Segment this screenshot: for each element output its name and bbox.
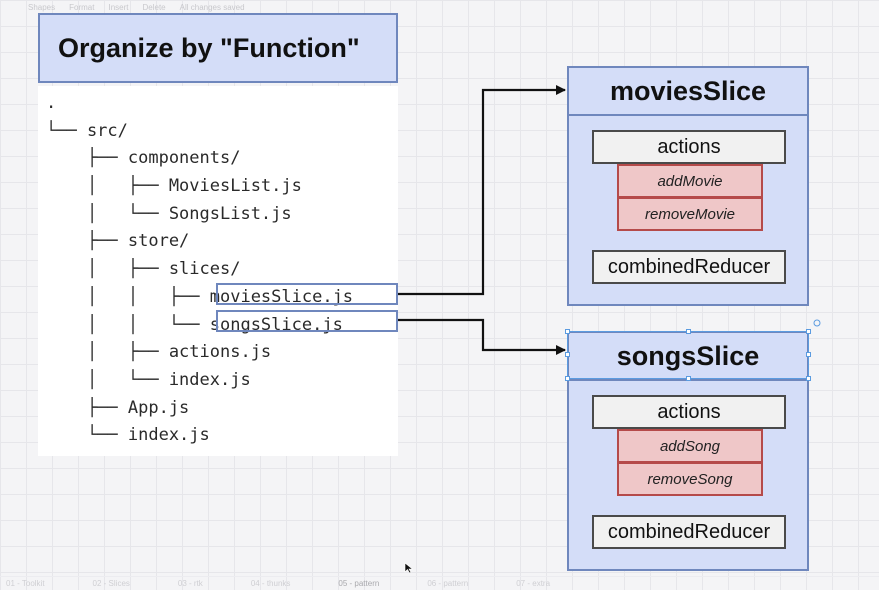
songs-actions-box[interactable]: actions	[592, 395, 786, 429]
tree-line: .	[46, 93, 57, 113]
page-tab[interactable]: 06 - pattern	[427, 579, 469, 588]
tree-line: ├── store/	[46, 231, 190, 252]
diagram-title-text: Organize by "Function"	[58, 32, 360, 63]
add-movie-action[interactable]: addMovie	[617, 164, 763, 198]
toolbar-item[interactable]: Shapes	[28, 2, 56, 12]
add-song-action[interactable]: addSong	[617, 429, 763, 463]
page-tab[interactable]: 03 - rtk	[177, 579, 203, 588]
resize-handle[interactable]	[686, 329, 691, 334]
page-tab-active[interactable]: 05 - pattern	[338, 579, 380, 588]
toolbar-item[interactable]: Format	[69, 2, 95, 12]
tree-line: │ └── index.js	[46, 369, 251, 390]
tree-line: │ ├── actions.js	[46, 342, 272, 363]
resize-handle[interactable]	[565, 352, 570, 357]
resize-handle[interactable]	[806, 329, 811, 334]
page-tabs-bar: 01 - Toolkit 02 - Slices 03 - rtk 04 - t…	[0, 576, 879, 590]
resize-handle[interactable]	[565, 376, 570, 381]
save-status: All changes saved	[179, 2, 245, 12]
songs-connector-arrow	[398, 318, 566, 355]
songs-slice-box[interactable]: songsSlice actions addSong removeSong co…	[567, 331, 809, 571]
mouse-cursor-icon	[404, 562, 414, 574]
songs-combined-reducer[interactable]: combinedReducer	[592, 515, 786, 549]
resize-handle[interactable]	[806, 376, 811, 381]
file-tree: . └── src/ ├── components/ │ ├── MoviesLi…	[46, 90, 353, 450]
tree-line: ├── components/	[46, 148, 241, 169]
songs-slice-file-highlight[interactable]	[216, 310, 398, 332]
page-tab[interactable]: 02 - Slices	[92, 579, 130, 588]
remove-song-action[interactable]: removeSong	[617, 462, 763, 496]
movies-actions-box[interactable]: actions	[592, 130, 786, 164]
tree-line: │ ├── MoviesList.js	[46, 176, 302, 197]
movies-combined-reducer[interactable]: combinedReducer	[592, 250, 786, 284]
tree-line: │ │ ├── moviesSlice.js	[46, 286, 354, 307]
tree-line: │ │ └── songsSlice.js	[46, 314, 343, 335]
movies-connector-arrow	[398, 85, 566, 296]
resize-handle[interactable]	[565, 329, 570, 334]
remove-movie-action[interactable]: removeMovie	[617, 197, 763, 231]
page-tab[interactable]: 07 - extra	[516, 579, 551, 588]
page-tab[interactable]: 04 - thunks	[250, 579, 291, 588]
movies-slice-file-highlight[interactable]	[216, 283, 398, 305]
resize-handle[interactable]	[806, 352, 811, 357]
movies-slice-title: moviesSlice	[569, 68, 807, 116]
diagram-title[interactable]: Organize by "Function"	[38, 13, 398, 83]
top-toolbar: Shapes Format Insert Delete All changes …	[0, 0, 879, 14]
tree-line: │ ├── slices/	[46, 259, 241, 280]
rotate-handle-icon[interactable]	[812, 318, 822, 328]
tree-line: │ └── SongsList.js	[46, 203, 292, 224]
movies-slice-box[interactable]: moviesSlice actions addMovie removeMovie…	[567, 66, 809, 306]
tree-line: └── src/	[46, 120, 128, 141]
toolbar-item[interactable]: Delete	[142, 2, 166, 12]
file-tree-panel[interactable]	[38, 86, 398, 456]
songs-slice-title: songsSlice	[569, 333, 807, 381]
tree-line: ├── App.js	[46, 397, 190, 418]
toolbar-item[interactable]: Insert	[108, 2, 129, 12]
resize-handle[interactable]	[686, 376, 691, 381]
tree-line: └── index.js	[46, 425, 210, 446]
page-tab[interactable]: 01 - Toolkit	[6, 579, 45, 588]
